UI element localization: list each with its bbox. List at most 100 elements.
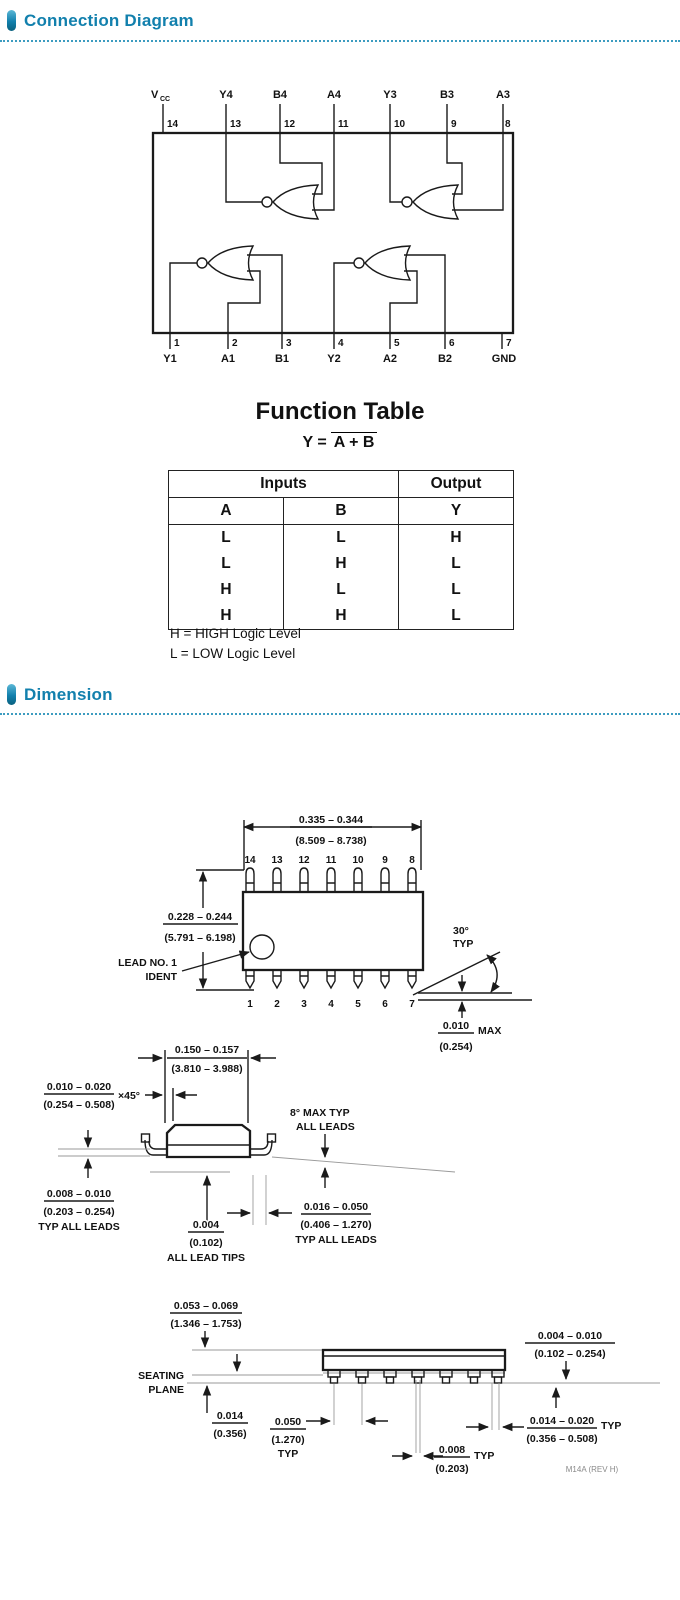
section-header-dimension: Dimension	[7, 684, 113, 705]
pin-label: A4	[327, 89, 342, 101]
function-table-title: Function Table	[255, 398, 425, 425]
dim-height-in: 0.053 – 0.069	[174, 1300, 238, 1312]
pin-label: Y4	[219, 89, 233, 101]
pin-number: 6	[449, 338, 455, 349]
dim-tip-note: ALL LEAD TIPS	[167, 1252, 245, 1264]
pin-number: 1	[174, 338, 180, 349]
function-equation: Y =A + B	[0, 432, 680, 452]
col-a: A	[168, 497, 284, 525]
dim-pitch-in: 0.050	[275, 1416, 301, 1428]
nor-gate-2	[353, 245, 411, 281]
section-title: Dimension	[24, 684, 113, 704]
pin-number: 2	[274, 999, 280, 1010]
pin-label: A2	[383, 353, 397, 365]
pin-label: B2	[438, 353, 452, 365]
pin-label-vcc: V	[151, 89, 159, 101]
dim-chamfer-angle: ×45°	[118, 1090, 140, 1102]
cell: L	[283, 524, 399, 551]
note-high: H = HIGH Logic Level	[170, 626, 301, 641]
pin-label: B4	[273, 89, 288, 101]
dim-width-mm: (8.509 – 8.738)	[295, 835, 366, 847]
dim-leadangle-note: ALL LEADS	[296, 1121, 355, 1133]
dim-foot-note: TYP ALL LEADS	[295, 1234, 376, 1246]
section-header-connection: Connection Diagram	[7, 10, 194, 31]
cell: H	[283, 603, 399, 630]
pin-number: 12	[298, 855, 310, 866]
pin-number: 6	[382, 999, 388, 1010]
dim-pitch-note: TYP	[278, 1448, 298, 1460]
pin-number: 13	[230, 119, 242, 130]
ic-wiring	[162, 104, 504, 349]
pin-number: 7	[506, 338, 512, 349]
pin-number: 9	[382, 855, 388, 866]
connection-diagram: V CC Y4 B4 A4 Y3 B3 A3 14 13 12 11 10 9 …	[151, 89, 516, 365]
pin-label: B3	[440, 89, 454, 101]
dim-standoff-mm: (0.254)	[439, 1041, 472, 1053]
dim-tip-in: 0.004	[193, 1219, 219, 1231]
pin-number: 4	[338, 338, 344, 349]
dim-chamfer-mm: (0.254 – 0.508)	[43, 1099, 114, 1111]
header-inputs: Inputs	[168, 470, 399, 498]
pin-label: Y3	[383, 89, 396, 101]
dim-foot-in: 0.016 – 0.050	[304, 1201, 368, 1213]
drawing-rev-note: M14A (REV H)	[566, 1465, 619, 1474]
pin-number: 5	[394, 338, 400, 349]
cell: H	[168, 603, 284, 630]
lead-ident-label: IDENT	[146, 971, 178, 983]
cell: H	[283, 551, 399, 577]
note-low: L = LOW Logic Level	[170, 646, 296, 661]
pin-label: Y2	[327, 353, 340, 365]
function-table-notes: H = HIGH Logic Level L = LOW Logic Level	[170, 624, 301, 664]
cell: H	[450, 529, 462, 546]
cell: L	[451, 581, 461, 598]
section-title: Connection Diagram	[24, 10, 194, 30]
section-bullet-icon	[7, 684, 16, 705]
pin-number: 9	[451, 119, 457, 130]
dim-bodytop-in: 0.150 – 0.157	[175, 1044, 239, 1056]
col-b: B	[283, 497, 399, 525]
cell: H	[168, 577, 284, 603]
nor-gate-4	[261, 184, 319, 220]
pin-label: B1	[275, 353, 289, 365]
pin-number: 8	[505, 119, 511, 130]
pin-number: 10	[352, 855, 364, 866]
dimension-drawing: 0.335 – 0.344 (8.509 – 8.738) 14 13 12 1…	[37, 813, 660, 1477]
dim-body-in: 0.228 – 0.244	[168, 911, 232, 923]
equation-overbar: A + B	[330, 432, 378, 451]
dim-leadwidth-note: TYP	[601, 1420, 621, 1432]
dim-web-in: 0.008	[439, 1444, 465, 1456]
dim-height-mm: (1.346 – 1.753)	[170, 1318, 241, 1330]
seating-plane-label: PLANE	[148, 1384, 184, 1396]
dim-foot-mm: (0.406 – 1.270)	[300, 1219, 371, 1231]
dim-tipgap-mm: (0.102 – 0.254)	[534, 1348, 605, 1360]
pin-number: 5	[355, 999, 361, 1010]
dim-leadwidth-in: 0.014 – 0.020	[530, 1415, 594, 1427]
nor-gate-3	[401, 184, 459, 220]
package-side-view: 0.150 – 0.157 (3.810 – 3.988) 0.010 – 0.…	[37, 1043, 456, 1266]
pin-number: 13	[271, 855, 283, 866]
dim-leadwidth-mm: (0.356 – 0.508)	[526, 1433, 597, 1445]
dim-angle-note: TYP	[453, 938, 473, 950]
pin-number: 3	[286, 338, 292, 349]
dim-standoff-in: 0.010	[443, 1020, 469, 1032]
pin-number: 7	[409, 999, 415, 1010]
nor-gates	[196, 184, 459, 281]
pin-number: 12	[284, 119, 296, 130]
col-y: Y	[398, 497, 514, 525]
cell: L	[451, 555, 461, 572]
dim-web-mm: (0.203)	[435, 1463, 468, 1475]
cell: L	[283, 577, 399, 603]
pin-number: 10	[394, 119, 406, 130]
pin-label-vcc-sub: CC	[160, 96, 170, 103]
pin-label: Y1	[163, 353, 176, 365]
dim-pitch-mm: (1.270)	[271, 1434, 304, 1446]
equation-lhs: Y =	[302, 434, 327, 451]
pin-number: 2	[232, 338, 238, 349]
package-bottom-view: 0.053 – 0.069 (1.346 – 1.753) SEATING PL…	[137, 1299, 660, 1477]
dim-thickness-mm: (0.203 – 0.254)	[43, 1206, 114, 1218]
pin-number: 1	[247, 999, 253, 1010]
cell: L	[451, 607, 461, 624]
lead-ident-label: LEAD NO. 1	[118, 957, 177, 969]
dim-thickness-in: 0.008 – 0.010	[47, 1188, 111, 1200]
dim-width-in: 0.335 – 0.344	[299, 814, 363, 826]
